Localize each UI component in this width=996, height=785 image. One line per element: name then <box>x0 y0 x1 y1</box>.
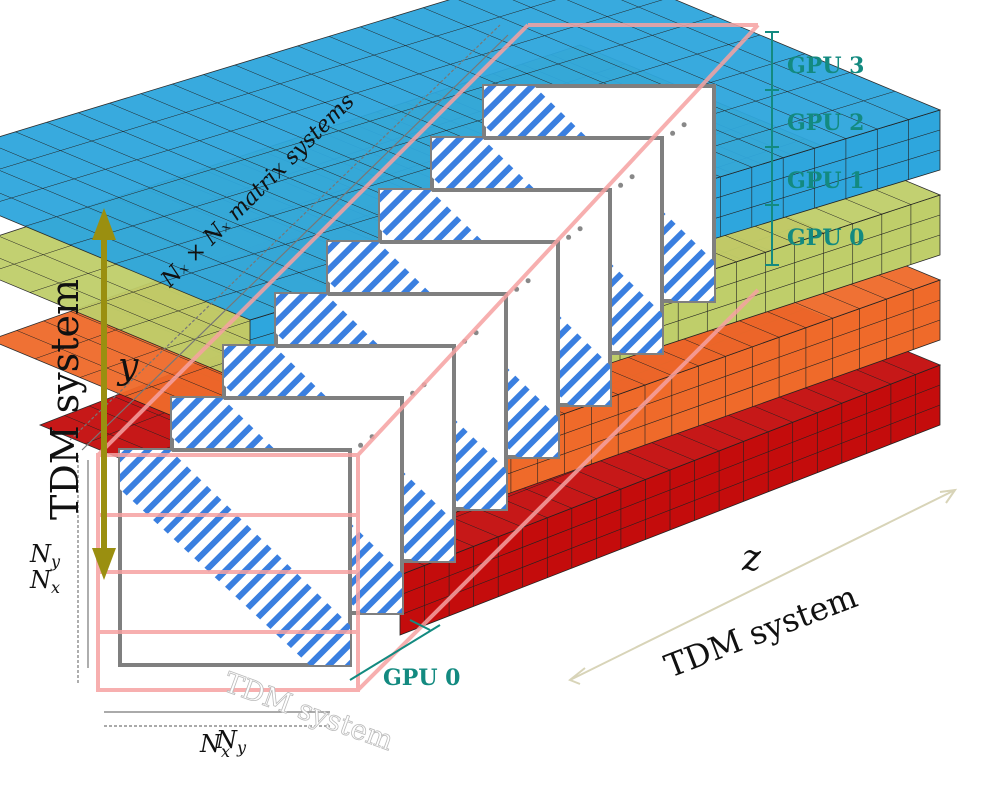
tdm-system-right-label: TDM system <box>659 577 862 685</box>
ny-left-sub: y <box>50 552 61 571</box>
nx-ny-bottom-labels: Nx Ny <box>199 726 247 761</box>
dimension-lines <box>69 24 509 727</box>
ny-left-letter: N <box>29 540 52 568</box>
svg-text:Ny: Ny <box>29 540 61 571</box>
gpu-brackets <box>349 31 779 681</box>
y-axis-arrow <box>92 208 116 580</box>
ny-bottom-sub: y <box>236 738 247 757</box>
y-axis-label: y <box>116 346 139 387</box>
gpu2-label: GPU 2 <box>787 110 864 136</box>
matrix-panel <box>118 448 352 667</box>
svg-text:Ny: Ny <box>215 726 247 757</box>
z-direction-arrow <box>568 488 958 685</box>
gpu3-label: GPU 3 <box>787 53 864 79</box>
z-axis-label: z <box>741 538 762 579</box>
ny-nx-left-labels: Ny Nx <box>29 540 61 597</box>
nx-bottom-letter: N <box>199 730 222 758</box>
nx-left-letter: N <box>29 566 52 594</box>
ny-bottom-letter: N <box>215 726 238 754</box>
gpu0-bottom-label: GPU 0 <box>383 665 460 691</box>
nx-left-sub: x <box>51 578 60 597</box>
gpu1-label: GPU 1 <box>787 168 864 194</box>
gpu0-right-label: GPU 0 <box>787 225 864 251</box>
domain-frame <box>96 23 760 692</box>
svg-text:Nx: Nx <box>199 730 230 761</box>
tdm-system-left-label: TDM system <box>43 279 87 520</box>
svg-text:Nx: Nx <box>29 566 60 597</box>
nx-bottom-sub: x <box>221 742 230 761</box>
